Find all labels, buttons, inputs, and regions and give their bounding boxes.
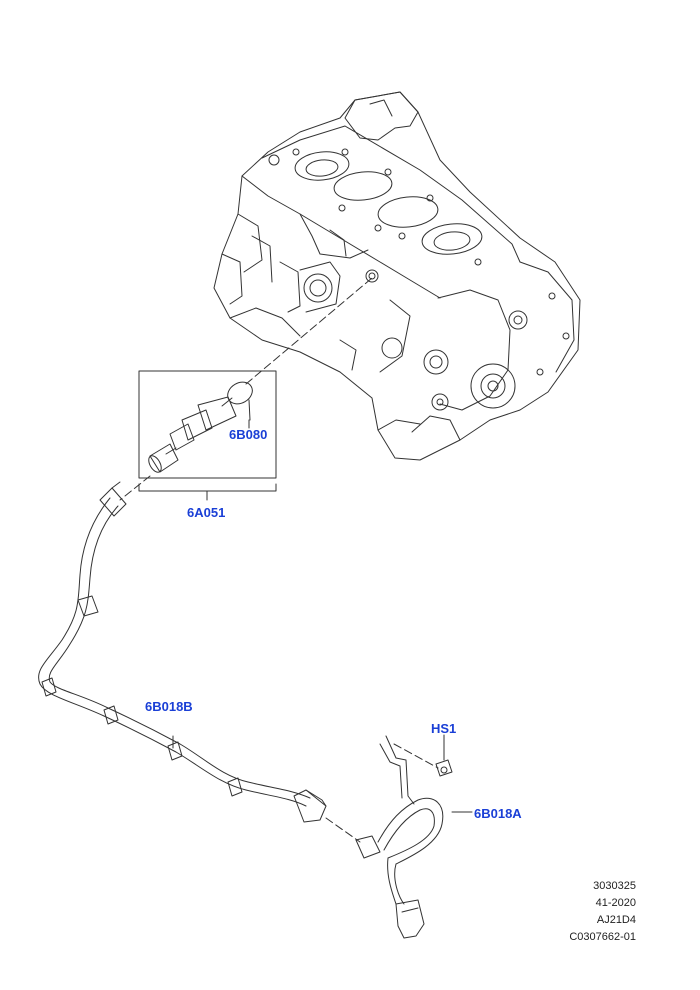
install-leader-3 <box>325 817 361 843</box>
callout-6b080: 6B080 <box>229 427 268 442</box>
cylinder-bore-2 <box>333 171 393 201</box>
callout-6b018a: 6B018A <box>474 806 522 821</box>
engine-block <box>213 91 581 461</box>
sensor-body <box>148 396 237 473</box>
bolt-hs1 <box>435 759 453 777</box>
install-leader-4 <box>393 743 439 769</box>
callout-6b018b: 6B018B <box>145 699 193 714</box>
cylinder-bore-1 <box>294 151 350 181</box>
install-leader-2 <box>119 475 151 501</box>
reference-line-3: AJ21D4 <box>596 914 636 926</box>
reference-line-1: 3030325 <box>593 880 636 892</box>
cylinder-bore-3 <box>377 196 439 228</box>
reference-line-4: C0307662-01 <box>569 931 636 943</box>
callout-6a051: 6A051 <box>187 505 226 520</box>
harness-6b018b <box>38 481 327 823</box>
reference-line-2: 41-2020 <box>595 897 636 909</box>
harness-6b018a <box>355 735 444 939</box>
install-leader-1 <box>245 277 373 385</box>
kit-box <box>138 370 277 479</box>
cylinder-bore-4 <box>421 223 483 255</box>
callout-hs1: HS1 <box>431 721 457 736</box>
crank-gear <box>470 363 516 409</box>
reference-block: 3030325 41-2020 AJ21D4 C0307662-01 <box>560 878 636 946</box>
